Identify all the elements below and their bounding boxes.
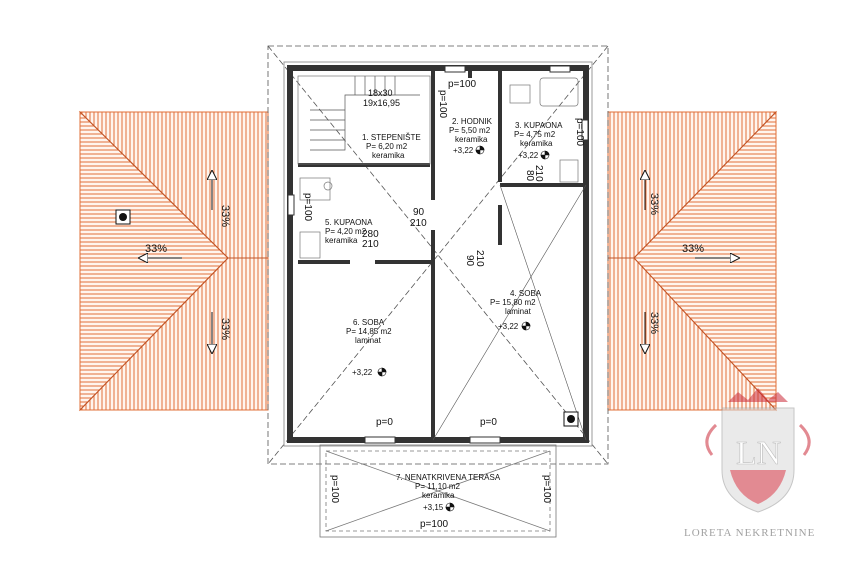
level-marker-icons: [377, 145, 550, 512]
svg-text:+3,22: +3,22: [498, 322, 519, 331]
svg-text:+3,22: +3,22: [518, 151, 539, 160]
svg-text:P= 15,80 m2: P= 15,80 m2: [490, 298, 536, 307]
stairs-count: 19x16,95: [363, 98, 400, 108]
dim-210-d: 210: [474, 250, 485, 267]
dim-p0-right: p=0: [480, 417, 497, 428]
dim-p100-top: p=100: [448, 79, 477, 90]
room-label-terasa: 7. NENATKRIVENA TERASA P= 11,10 m2 keram…: [396, 473, 501, 512]
svg-text:keramika: keramika: [422, 491, 455, 500]
svg-text:+3,22: +3,22: [453, 146, 474, 155]
svg-text:keramika: keramika: [372, 151, 405, 160]
room-label-hodnik: 2. HODNIK P= 5,50 m2 keramika +3,22: [449, 117, 493, 155]
slope-label-left-top: 33%: [219, 205, 231, 227]
slope-label-left-bottom: 33%: [219, 318, 231, 340]
stairs: [297, 75, 431, 165]
dim-90-a: 90: [413, 207, 425, 218]
svg-text:P= 11,10 m2: P= 11,10 m2: [415, 482, 461, 491]
slope-arrows: [140, 172, 738, 352]
stairs-step-size: 18x30: [368, 88, 393, 98]
slope-label-left-mid: 33%: [145, 243, 167, 255]
dim-210-a: 210: [533, 165, 544, 182]
room-label-soba6: 6. SOBA P= 14,85 m2 laminat +3,22: [346, 318, 392, 377]
roof-vent-icon: [115, 209, 131, 225]
svg-text:P= 14,85 m2: P= 14,85 m2: [346, 327, 392, 336]
room-label-stepeniste: 1. STEPENIŠTE P= 6,20 m2 keramika: [362, 133, 421, 160]
terrace: [319, 444, 557, 538]
dim-p100-left: p=100: [302, 193, 313, 222]
room-label-soba4: 4. SOBA P= 15,80 m2 laminat +3,22: [490, 289, 542, 331]
dim-90-b: 90: [464, 255, 475, 267]
svg-text:keramika: keramika: [455, 135, 488, 144]
roof-outline: [267, 45, 609, 465]
svg-text:P= 5,50 m2: P= 5,50 m2: [449, 126, 491, 135]
svg-text:2. HODNIK: 2. HODNIK: [452, 117, 493, 126]
dim-p100-kupaona: p=100: [574, 118, 585, 147]
right-roof: [607, 110, 778, 412]
dim-80: 80: [524, 170, 535, 182]
interior-walls: [298, 68, 586, 440]
svg-text:6. SOBA: 6. SOBA: [353, 318, 385, 327]
dim-210-c: 210: [362, 239, 379, 250]
dim-p100-terrace-bottom: p=100: [420, 519, 449, 530]
svg-text:3. KUPAONA: 3. KUPAONA: [515, 121, 563, 130]
dim-280: 280: [362, 229, 379, 240]
exterior-walls: [287, 65, 589, 443]
dim-p100-stair: p=100: [437, 90, 448, 119]
window-markers: [287, 65, 589, 444]
watermark-logo: LN: [705, 388, 811, 513]
watermark-monogram: LN: [736, 435, 781, 472]
room-diagonals: [432, 184, 587, 441]
room-label-kupaona5: 5. KUPAONA P= 4,20 m2 keramika: [325, 218, 373, 245]
slope-label-right-top: 33%: [648, 193, 660, 215]
left-roof: [78, 110, 269, 412]
svg-text:P= 4,75 m2: P= 4,75 m2: [514, 130, 556, 139]
svg-text:P= 6,20 m2: P= 6,20 m2: [366, 142, 408, 151]
dim-p100-terrace-left: p=100: [329, 475, 340, 504]
svg-text:5. KUPAONA: 5. KUPAONA: [325, 218, 373, 227]
svg-text:7. NENATKRIVENA TERASA: 7. NENATKRIVENA TERASA: [396, 473, 501, 482]
bathroom-fixtures: [299, 77, 579, 259]
dim-p0-left: p=0: [376, 417, 393, 428]
svg-text:laminat: laminat: [505, 307, 532, 316]
svg-text:4. SOBA: 4. SOBA: [510, 289, 542, 298]
svg-text:+3,15: +3,15: [423, 503, 444, 512]
svg-text:keramika: keramika: [520, 139, 553, 148]
svg-text:keramika: keramika: [325, 236, 358, 245]
svg-text:+3,22: +3,22: [352, 368, 373, 377]
slope-label-right-bottom: 33%: [648, 312, 660, 334]
watermark-text: LORETA NEKRETNINE: [684, 527, 815, 539]
dim-p100-terrace-right: p=100: [541, 475, 552, 504]
svg-text:1. STEPENIŠTE: 1. STEPENIŠTE: [362, 133, 421, 142]
svg-text:laminat: laminat: [355, 336, 382, 345]
roof-vent-icon-inner: [563, 411, 579, 427]
svg-text:P= 4,20 m2: P= 4,20 m2: [325, 227, 367, 236]
room-label-kupaona3: 3. KUPAONA P= 4,75 m2 keramika +3,22: [514, 121, 563, 160]
slope-label-right-mid: 33%: [682, 243, 704, 255]
dim-210-b: 210: [410, 218, 427, 229]
